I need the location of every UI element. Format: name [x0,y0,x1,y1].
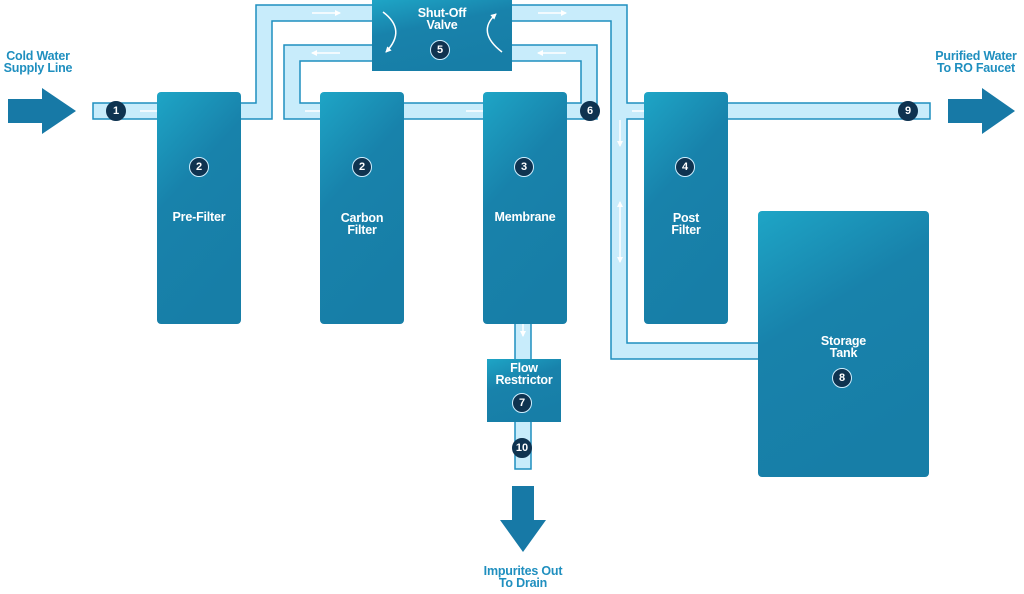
membrane-label: Membrane [483,210,567,224]
components [157,0,929,477]
inlet-arrow-icon [8,88,76,134]
drain-point-badge: 10 [512,438,532,458]
pipes [92,4,931,470]
flow-restrictor-label: Flow Restrictor [487,361,561,387]
carbon-filter-label: Carbon Filter [320,211,404,237]
inlet-label: Cold Water Supply Line [0,49,76,75]
outlet-arrow-icon [948,88,1015,134]
carbon-filter-number-badge: 2 [352,157,372,177]
outlet-label: Purified Water To RO Faucet [928,49,1024,75]
storage-tank-number-badge: 8 [832,368,852,388]
drain-label-line1: Impurites Out [483,564,563,578]
valve-to-postfilter-pipe [509,4,761,360]
pre-filter-label-line1: Pre-Filter [172,210,226,224]
carbon-filter-label-line2: Filter [347,223,377,237]
storage-tank-label-line1: Storage [820,334,867,348]
drain-label-line2: To Drain [498,576,548,590]
storage-tank-body[interactable] [758,211,929,477]
inlet-label-line2: Supply Line [3,61,73,75]
external-arrows [8,88,1015,552]
drain-arrow-icon [500,486,546,552]
faucet-outlet-point-badge: 9 [898,101,918,121]
membrane-number-badge: 3 [514,157,534,177]
inlet-point-badge: 1 [106,101,126,121]
carbon-filter-body[interactable] [320,92,404,324]
post-filter-body[interactable] [644,92,728,324]
flow-restrictor-label-line1: Flow [510,361,538,375]
shutoff-valve-label-line1: Shut-Off [417,6,467,20]
shutoff-valve-label: Shut-Off Valve [372,6,512,32]
valve-flow-arrows [382,11,503,53]
shutoff-valve-label-line2: Valve [426,18,458,32]
membrane-label-line1: Membrane [494,210,556,224]
flow-restrictor-number-badge: 7 [512,393,532,413]
carbon-filter-label-line1: Carbon [340,211,384,225]
curved-arrow-up-icon [486,13,503,53]
shutoff-valve-number-badge: 5 [430,40,450,60]
pre-filter-label: Pre-Filter [157,210,241,224]
flow-restrictor-label-line2: Restrictor [495,373,553,387]
post-filter-label: Post Filter [644,211,728,237]
storage-tank-label: Storage Tank [758,334,929,360]
outlet-label-line2: To RO Faucet [937,61,1015,75]
post-filter-number-badge: 4 [675,157,695,177]
storage-tank-label-line2: Tank [829,346,858,360]
outlet-label-line1: Purified Water [935,49,1017,63]
pre-filter-number-badge: 2 [189,157,209,177]
membrane-body[interactable] [483,92,567,324]
post-filter-label-line1: Post [672,211,700,225]
inlet-label-line1: Cold Water [6,49,70,63]
membrane-outlet-point-badge: 6 [580,101,600,121]
curved-arrow-down-icon [382,11,397,53]
pre-filter-body[interactable] [157,92,241,324]
drain-label: Impurites Out To Drain [470,564,576,590]
post-filter-label-line2: Filter [671,223,701,237]
